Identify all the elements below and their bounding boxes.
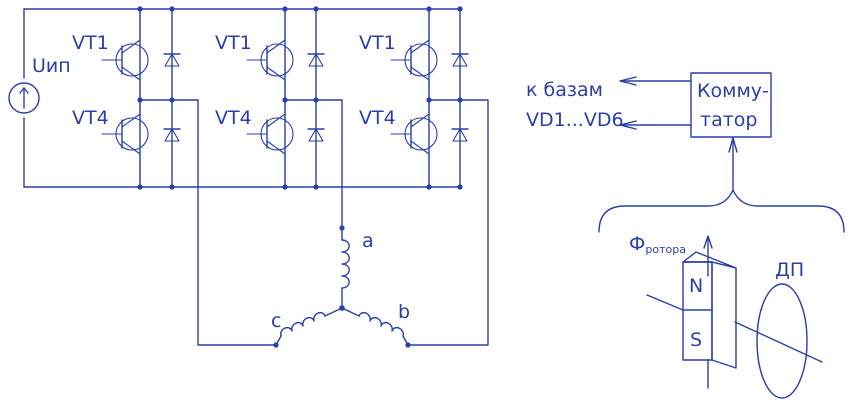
transistor-label-top-1: VT1	[72, 32, 109, 54]
flux-label: Фротора	[629, 233, 686, 256]
inverter-leg-2	[246, 6, 325, 190]
position-sensor	[756, 283, 808, 399]
transistor-symbol	[390, 8, 438, 101]
sensor-label: ДП	[775, 259, 804, 281]
phase-a-label: a	[362, 230, 374, 252]
winding-c-coil	[280, 311, 326, 337]
inverter-leg-3	[390, 6, 469, 190]
source-label: Uип	[32, 55, 71, 77]
winding-b-coil	[358, 311, 404, 337]
transistor-symbol	[101, 99, 149, 188]
phase-wires	[171, 99, 489, 346]
diode-symbol	[307, 53, 325, 67]
winding-a-coil	[341, 239, 350, 289]
commutator-label-line2: татор	[700, 109, 757, 131]
phase-b-label: b	[398, 301, 410, 323]
transistor-label-bottom-1: VT4	[72, 107, 109, 129]
magnet-south-label: S	[690, 329, 702, 351]
commutator-label-line1: Комму-	[697, 80, 769, 102]
magnet-north-label: N	[689, 275, 703, 297]
diode-symbol	[451, 53, 469, 67]
transistor-label-bottom-3: VT4	[359, 107, 396, 129]
curly-brace	[598, 189, 845, 233]
commutator-block	[619, 72, 772, 191]
diode-symbol	[163, 53, 181, 67]
transistor-label-top-2: VT1	[215, 32, 252, 54]
bases-label-line1: к базам	[526, 79, 603, 101]
transistor-label-top-3: VT1	[359, 32, 396, 54]
diode-symbol	[307, 128, 325, 142]
voltage-source	[8, 82, 40, 114]
transistor-symbol	[246, 99, 294, 188]
transistor-label-bottom-2: VT4	[215, 107, 252, 129]
motor-windings	[273, 225, 411, 348]
inverter-leg-1	[101, 6, 181, 190]
dc-bus	[23, 8, 461, 188]
transistor-symbol	[246, 8, 294, 101]
transistor-symbol	[390, 99, 438, 188]
diode-symbol	[163, 128, 181, 142]
transistor-symbol	[101, 8, 149, 101]
rotor-magnet	[646, 235, 823, 389]
diode-symbol	[451, 128, 469, 142]
bases-label-line2: VD1...VD6	[526, 109, 624, 131]
phase-c-label: c	[271, 310, 281, 332]
